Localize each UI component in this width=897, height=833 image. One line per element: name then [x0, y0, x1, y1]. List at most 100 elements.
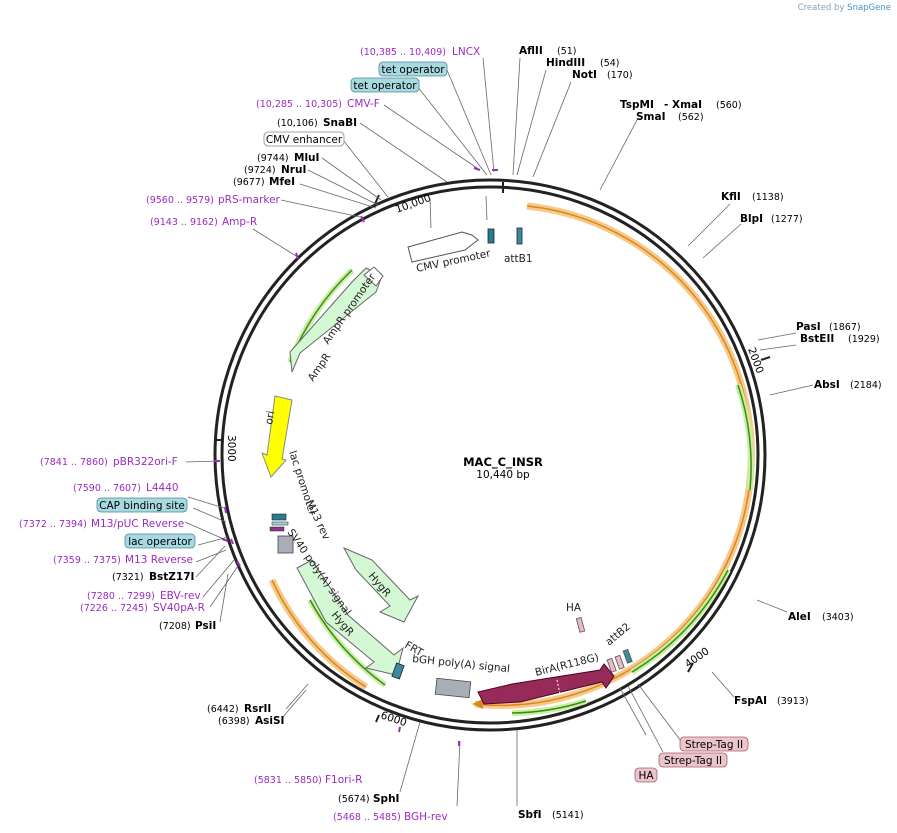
- site-pasi-name[interactable]: PasI: [796, 321, 821, 333]
- lac-promoter-marker: [271, 521, 289, 526]
- tet-operator-box-2[interactable]: [350, 77, 420, 93]
- site-mfei-name[interactable]: MfeI: [269, 176, 295, 188]
- primer-marks: [214, 167, 498, 746]
- cmv-enhancer-box[interactable]: [263, 131, 345, 147]
- primer-bghrev-pos: (5468 .. 5485): [333, 812, 401, 823]
- tet-operator-box-1[interactable]: [378, 61, 448, 77]
- site-rsrii-name[interactable]: RsrII: [244, 703, 271, 715]
- site-smai-pos: (562): [678, 112, 704, 123]
- site-mlui-name[interactable]: MluI: [294, 152, 319, 164]
- green-arc-1-line: [737, 384, 752, 491]
- site-sphi-name[interactable]: SphI: [373, 793, 399, 805]
- primer-m13puc-name[interactable]: M13/pUC Reverse: [91, 518, 184, 530]
- ampr-label: AmpR: [306, 351, 334, 384]
- site-mlui-pos: (9744): [257, 153, 289, 164]
- strep-tag-box-2[interactable]: [658, 752, 728, 768]
- site-nrui-name[interactable]: NruI: [281, 164, 306, 176]
- site-not1-name[interactable]: NotI: [572, 69, 597, 81]
- lac-operator-label: lac operator: [128, 536, 192, 548]
- site-snabi-name[interactable]: SnaBI: [323, 117, 357, 129]
- site-xmai-pos: (560): [716, 100, 742, 111]
- lac-operator-box[interactable]: [124, 533, 196, 549]
- strep-marker-1: [606, 657, 617, 673]
- lac-operator-marker: [271, 513, 287, 521]
- green-arc-2-line: [631, 569, 729, 673]
- strep-tag-label-2: Strep-Tag II: [664, 755, 722, 767]
- backbone-inner-ring: [220, 185, 760, 725]
- ori-arrow: [261, 395, 293, 478]
- site-rsrii-pos: (6442): [207, 704, 239, 715]
- tick-label-4000: 4000: [683, 645, 712, 670]
- site-bstz17i-pos: (7321): [112, 572, 144, 583]
- strep-tag-box-1[interactable]: [679, 736, 749, 752]
- attb2-marker: [622, 648, 633, 664]
- strep-marker-2: [614, 654, 625, 670]
- primer-l4440-name[interactable]: L4440: [146, 482, 179, 494]
- site-asisi-name[interactable]: AsiSI: [255, 715, 284, 727]
- primer-pbr322ori-name[interactable]: pBR322ori-F: [113, 456, 178, 468]
- plasmid-name: MAC_C_INSR: [463, 455, 543, 470]
- site-pasi-pos: (1867): [829, 322, 861, 333]
- site-absi-name[interactable]: AbsI: [814, 379, 840, 391]
- attb2-label: attB2: [603, 621, 633, 649]
- site-fspai-pos: (3913): [777, 696, 809, 707]
- tick-label-3000: 3000: [225, 435, 237, 462]
- primer-bghrev-name[interactable]: BGH-rev: [404, 811, 448, 823]
- site-kfli-pos: (1138): [752, 192, 784, 203]
- site-sbfi-name[interactable]: SbfI: [518, 809, 542, 821]
- primer-lncx-name[interactable]: LNCX: [452, 46, 480, 58]
- site-hind3-name[interactable]: HindIII: [546, 57, 585, 69]
- frt-marker: [391, 662, 405, 680]
- cmv-marker: [487, 228, 495, 244]
- site-psii-pos: (7208): [159, 621, 191, 632]
- primer-sv40pa-name[interactable]: SV40pA-R: [153, 602, 205, 614]
- m13-marker: [269, 526, 285, 532]
- site-alei-name[interactable]: AleI: [788, 611, 811, 623]
- site-blpi-pos: (1277): [771, 214, 803, 225]
- site-xmai-name[interactable]: - XmaI: [664, 99, 702, 111]
- ha-box[interactable]: [634, 767, 658, 783]
- cmv-promoter-arrow: [407, 231, 479, 263]
- site-sphi-pos: (5674): [338, 794, 370, 805]
- bira-arrow: [477, 663, 615, 705]
- primer-pbr322ori-pos: (7841 .. 7860): [40, 457, 108, 468]
- primer-ebvrev-name[interactable]: EBV-rev: [160, 590, 201, 602]
- site-snabi-pos: (10,106): [277, 118, 318, 129]
- m13-rev-label: M13 rev: [303, 498, 332, 542]
- bgh-polya-box: [434, 677, 472, 699]
- primer-ampr-name[interactable]: Amp-R: [222, 216, 257, 228]
- primer-m13rev-name[interactable]: M13 Reverse: [125, 554, 193, 566]
- site-kfli-name[interactable]: KflI: [721, 191, 741, 203]
- primer-lncx-pos: (10,385 .. 10,409): [360, 47, 446, 58]
- bgh-polya-label: bGH poly(A) signal: [412, 653, 511, 675]
- hygr-arrow-1: [342, 546, 420, 623]
- sv40-polya-box: [277, 535, 294, 554]
- hygr-arrow-2: [296, 559, 404, 676]
- site-psii-name[interactable]: PsiI: [195, 620, 216, 632]
- tick-2000: [760, 356, 771, 361]
- primer-m13rev-pos: (7359 .. 7375): [53, 555, 121, 566]
- ha-inner-label: HA: [566, 602, 582, 614]
- primer-ampr-pos: (9143 .. 9162): [150, 217, 218, 228]
- primer-f1ori-name[interactable]: F1ori-R: [325, 774, 362, 786]
- snapgene-brand: SnapGene: [847, 3, 891, 13]
- tick-6000: [375, 714, 380, 723]
- site-afl2-name[interactable]: AflII: [519, 45, 543, 57]
- ha-box-label: HA: [638, 770, 654, 782]
- site-bstz17i-name[interactable]: BstZ17I: [149, 571, 194, 583]
- site-blpi-name[interactable]: BlpI: [740, 213, 763, 225]
- attb1-marker: [516, 227, 523, 245]
- site-fspai-name[interactable]: FspAI: [734, 695, 767, 707]
- site-bsteii-name[interactable]: BstEII: [800, 333, 834, 345]
- cap-binding-site-box[interactable]: [96, 497, 188, 513]
- tet-operator-label-1: tet operator: [381, 64, 445, 76]
- site-smai-name[interactable]: SmaI: [636, 111, 666, 123]
- site-tspmi-name[interactable]: TspMI: [620, 99, 654, 111]
- primer-prsmarker-name[interactable]: pRS-marker: [218, 194, 281, 206]
- site-mfei-pos: (9677): [233, 177, 265, 188]
- ori-label: ori: [263, 410, 277, 426]
- primer-cmvf-pos: (10,285 .. 10,305): [256, 99, 342, 110]
- plasmid-length: 10,440 bp: [476, 469, 530, 481]
- primer-cmvf-name[interactable]: CMV-F: [347, 98, 380, 110]
